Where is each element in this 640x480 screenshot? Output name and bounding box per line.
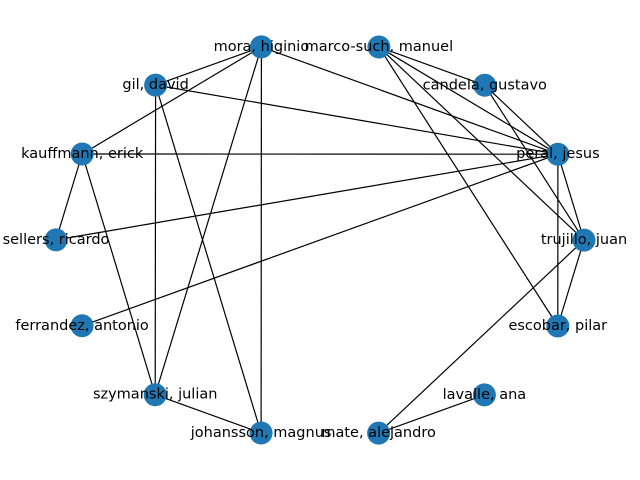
edge-szymanski-johansson <box>154 394 262 434</box>
edge-gil-johansson <box>155 84 262 434</box>
node-label-sellers: sellers, ricardo <box>3 232 110 248</box>
node-label-mate: mate, alejandro <box>321 425 436 441</box>
node-candela <box>473 73 497 97</box>
node-label-candela: candela, gustavo <box>423 77 547 93</box>
node-mate <box>367 421 391 445</box>
node-label-gil: gil, david <box>122 77 188 93</box>
edge-peral-trujillo <box>557 154 585 241</box>
edge-peral-ferrandez <box>81 153 559 327</box>
edge-trujillo-escobar <box>557 239 585 327</box>
node-label-marco: marco-such, manuel <box>305 39 453 55</box>
node-ferrandez <box>70 314 94 338</box>
edges-layer <box>55 46 585 434</box>
edge-mora-kauffmann <box>81 46 262 155</box>
edge-marco-trujillo <box>378 46 585 241</box>
node-label-johansson: johansson, magnus <box>190 425 332 441</box>
edge-kauffmann-sellers <box>55 153 83 241</box>
node-peral <box>546 142 570 166</box>
labels-layer: marco-such, manuel candela, gustavo peral,… <box>3 39 628 441</box>
edge-trujillo-mate <box>378 239 585 434</box>
edge-lavalle-mate <box>378 394 485 434</box>
edge-kauffmann-szymanski <box>81 153 156 395</box>
node-escobar <box>546 314 570 338</box>
node-mora <box>249 35 273 59</box>
node-marco <box>367 35 391 59</box>
node-label-ferrandez: ferrandez, antonio <box>15 318 149 334</box>
node-label-kauffmann: kauffmann, erick <box>21 146 144 162</box>
edge-peral-gil <box>155 84 559 155</box>
node-label-trujillo: trujillo, juan <box>541 232 627 248</box>
node-szymanski <box>143 383 167 407</box>
node-gil <box>144 73 168 97</box>
node-label-szymanski: szymanski, julian <box>93 387 218 403</box>
edge-candela-peral <box>484 84 559 155</box>
node-johansson <box>249 421 273 445</box>
node-label-mora: mora, higinio <box>214 39 310 55</box>
node-label-lavalle: lavalle, ana <box>443 387 527 403</box>
edge-peral-mora <box>261 46 559 155</box>
edge-marco-peral <box>378 46 559 155</box>
node-lavalle <box>472 383 496 407</box>
edge-mora-gil <box>155 46 262 86</box>
node-label-peral: peral, jesus <box>516 146 599 162</box>
node-sellers <box>44 228 68 252</box>
edge-peral-sellers <box>55 153 559 241</box>
node-label-escobar: escobar, pilar <box>508 318 607 334</box>
node-trujillo <box>572 228 596 252</box>
edge-mora-szymanski <box>154 46 262 395</box>
node-kauffmann <box>70 142 94 166</box>
edge-marco-candela <box>378 46 486 86</box>
nodes-layer <box>44 35 596 445</box>
